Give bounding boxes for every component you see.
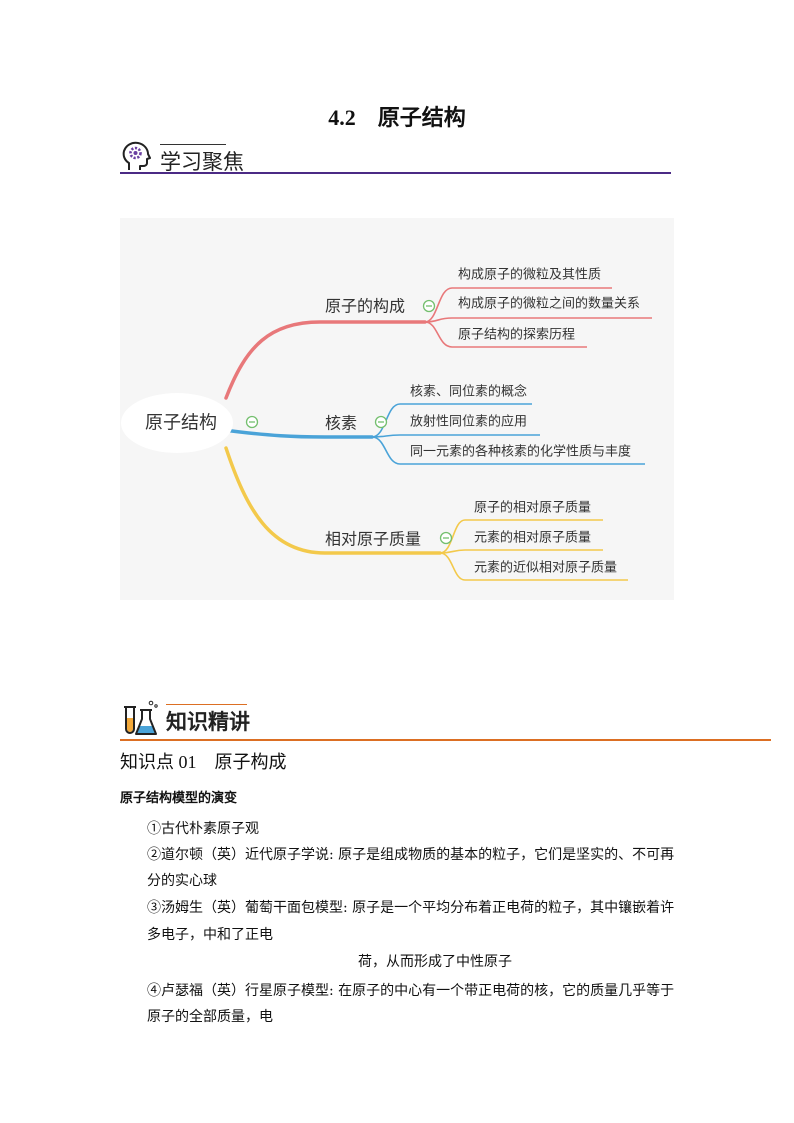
subheading: 原子结构模型的演变	[120, 791, 238, 806]
section-rule-focus	[120, 172, 671, 174]
body-line: 原子的全部质量，电	[147, 1009, 273, 1025]
mindmap-item: 放射性同位素的应用	[410, 414, 527, 430]
minus-circle-icon	[374, 415, 388, 429]
branch-line	[224, 446, 442, 555]
branch-line	[222, 428, 374, 439]
minus-circle-icon	[439, 531, 453, 545]
mindmap-branch-label: 相对原子质量	[325, 530, 421, 549]
page-title: 4.2 原子结构	[328, 105, 466, 130]
body-line: 分的实心球	[147, 873, 217, 889]
mindmap-item: 原子的相对原子质量	[474, 500, 591, 516]
minus-circle-icon	[422, 299, 436, 313]
header-accent-line	[166, 704, 247, 705]
mindmap-item: 原子结构的探索历程	[458, 327, 575, 343]
mindmap-item: 构成原子的微粒及其性质	[458, 267, 601, 283]
header-accent-line	[160, 144, 226, 145]
head-gear-icon	[120, 140, 152, 172]
sub-branch-line	[424, 287, 612, 323]
sub-branch-line	[424, 321, 587, 348]
body-line: ②道尔顿（英）近代原子学说: 原子是组成物质的基本的粒子，它们是坚实的、不可再	[147, 847, 675, 863]
mindmap-root-label: 原子结构	[145, 413, 217, 434]
body-line: ①古代朴素原子观	[147, 821, 259, 837]
mindmap-root-node	[121, 393, 233, 453]
section-title-lecture: 知识精讲	[166, 710, 250, 734]
sub-branch-line	[439, 519, 603, 554]
mindmap-branch-label: 原子的构成	[325, 297, 405, 316]
section-title-focus: 学习聚焦	[160, 150, 244, 174]
sub-branch-line	[424, 317, 652, 323]
branch-line	[224, 320, 427, 400]
mindmap-item: 构成原子的微粒之间的数量关系	[458, 296, 640, 312]
section-rule-lecture	[120, 739, 771, 741]
body-line: 多电子，中和了正电	[147, 927, 273, 943]
sub-branch-line	[371, 436, 645, 465]
knowledge-point-title: 知识点 01 原子构成	[120, 752, 287, 772]
minus-circle-icon	[245, 415, 259, 429]
mindmap-item: 同一元素的各种核素的化学性质与丰度	[410, 444, 631, 460]
sub-branch-line	[371, 434, 540, 438]
flask-icon	[120, 698, 160, 738]
sub-branch-line	[439, 549, 603, 554]
sub-branch-line	[371, 403, 532, 438]
mindmap-branch-label: 核素	[325, 414, 357, 433]
mindmap: 原子结构 原子的构成 核素 相对原子质量 构成原子的微粒及其性质 构成原子的微粒…	[120, 218, 674, 600]
sub-branch-line	[439, 552, 628, 581]
mindmap-item: 元素的相对原子质量	[474, 530, 591, 546]
body-line: 荷，从而形成了中性原子	[358, 954, 512, 970]
mindmap-item: 元素的近似相对原子质量	[474, 560, 617, 576]
body-line: ④卢瑟福（英）行星原子模型: 在原子的中心有一个带正电荷的核，它的质量几乎等于	[147, 983, 675, 999]
mindmap-item: 核素、同位素的概念	[410, 384, 527, 400]
body-line: ③汤姆生（英）葡萄干面包模型: 原子是一个平均分布着正电荷的粒子，其中镶嵌着许	[147, 900, 675, 916]
